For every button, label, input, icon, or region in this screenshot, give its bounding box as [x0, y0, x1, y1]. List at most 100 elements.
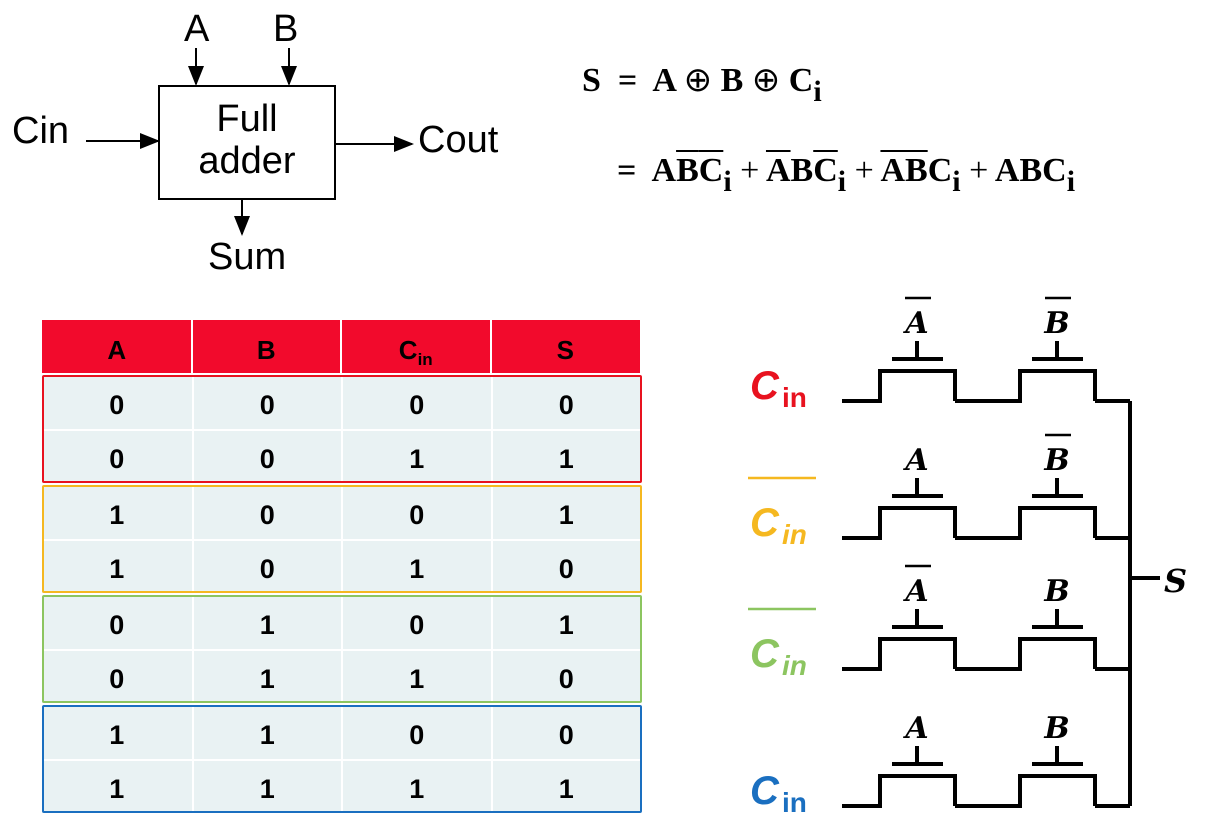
header-separator: [340, 320, 342, 373]
control-label-sub: in: [782, 650, 807, 681]
table-cell: 0: [191, 377, 342, 429]
table-cell: 1: [109, 554, 125, 584]
carry-in-label: Cin: [12, 110, 70, 152]
table-cell: 1: [109, 500, 125, 530]
control-label: C: [750, 769, 780, 813]
table-cell: 0: [109, 444, 125, 474]
eq2-t3-a-bar: A: [880, 152, 905, 189]
table-cell: 0: [109, 390, 125, 420]
row-group-border: [42, 485, 642, 593]
input-a-label: A: [184, 8, 210, 50]
table-cell: 0: [341, 597, 491, 649]
eq2-t3-b-bar: B: [905, 152, 928, 189]
eq2-t4-c: C: [1042, 152, 1067, 189]
table-cell: 0: [191, 541, 342, 593]
eq2-plus2: +: [854, 152, 874, 189]
table-cell: 0: [341, 377, 491, 429]
table-cell: 1: [109, 774, 125, 804]
full-adder-title-line1: Full: [216, 98, 278, 140]
table-cell: 1: [341, 651, 491, 703]
eq2-t2-sub: i: [837, 165, 847, 198]
gate-label-b: B: [1043, 443, 1069, 478]
eq2-t2-c-bar: C: [813, 152, 838, 189]
header-cell-0: A: [107, 335, 127, 365]
eq2-t4-b: B: [1019, 152, 1043, 189]
input-b-label: B: [273, 8, 299, 50]
table-cell: 0: [490, 707, 641, 759]
header-cell-1: B: [256, 335, 276, 365]
gate-label-a: A: [902, 574, 928, 609]
sum-equation-line1: S = A ⊕ B ⊕ Ci: [582, 60, 822, 108]
truth-table-header: A B Cin S: [42, 320, 640, 373]
control-label-sub: in: [782, 382, 807, 413]
eq2-term2: ABCi: [765, 152, 846, 198]
eq2-t1-a: A: [651, 152, 677, 189]
gate-label-b: B: [1043, 306, 1069, 341]
table-cell: 0: [341, 707, 491, 759]
table-cell: 1: [490, 761, 641, 813]
transistor-channel: [985, 637, 1097, 671]
eq2-t4-a: A: [994, 152, 1020, 189]
table-cell: 0: [490, 651, 641, 703]
eq2-t1-c-bar: C: [698, 152, 724, 189]
table-cell: 0: [191, 487, 342, 539]
table-cell: 1: [341, 541, 491, 593]
header-separator: [489, 320, 492, 373]
gate-label-a: A: [902, 711, 928, 746]
block-wires: [86, 48, 414, 236]
gate-label-b: B: [1043, 711, 1069, 746]
eq1-term-b: B: [720, 62, 744, 99]
row-group-border: [42, 705, 642, 813]
eq1-term-c-sub: i: [813, 75, 822, 108]
full-adder-title-line2: adder: [198, 140, 296, 182]
table-cell: 0: [109, 610, 125, 640]
full-adder-title: Full adder: [159, 98, 335, 182]
header-cell-3: S: [556, 335, 574, 365]
control-label-sub: in: [782, 787, 807, 818]
transistor-channel: [845, 506, 957, 540]
eq2-t1-b-bar: B: [676, 152, 699, 189]
sum-label: Sum: [208, 236, 287, 278]
table-cell: 0: [191, 431, 342, 483]
carry-out-label: Cout: [418, 119, 499, 161]
table-cell: 0: [341, 487, 491, 539]
transistor-channel: [985, 506, 1097, 540]
table-cell: 1: [341, 431, 491, 483]
table-cell: 1: [341, 761, 491, 813]
eq2-plus1: +: [740, 152, 760, 189]
eq2-term1: ABCi: [651, 152, 732, 198]
full-adder-box: [158, 85, 336, 200]
table-cell: 1: [191, 761, 342, 813]
gate-label-b: B: [1043, 574, 1069, 609]
eq2-plus3: +: [969, 152, 989, 189]
eq1-xor1: ⊕: [683, 62, 713, 99]
header-cin-sub: in: [417, 350, 433, 369]
gate-label-a: A: [902, 306, 928, 341]
eq2-t3-sub: i: [952, 165, 961, 198]
control-label-sub: in: [782, 519, 807, 550]
table-cell: 1: [191, 707, 342, 759]
table-cell: 1: [191, 597, 342, 649]
control-label: C: [750, 364, 780, 408]
header-cell-2: Cin: [398, 335, 433, 369]
transistor-channel: [845, 774, 957, 808]
eq2-term4: ABCi: [994, 152, 1075, 198]
table-cell: 1: [191, 651, 342, 703]
transistor-channel: [985, 774, 1097, 808]
eq2-t2-b: B: [790, 152, 814, 189]
row-group-border: [42, 375, 642, 483]
transistor-channel: [845, 369, 957, 403]
control-label: C: [750, 501, 780, 545]
eq2-t2-a-bar: A: [765, 152, 791, 189]
output-label: S: [1164, 562, 1187, 600]
transistor-channel: [845, 637, 957, 671]
sum-equation-line2: = ABCi + ABCi + ABCi + ABCi: [617, 152, 1075, 198]
eq2-equals: =: [617, 152, 637, 189]
